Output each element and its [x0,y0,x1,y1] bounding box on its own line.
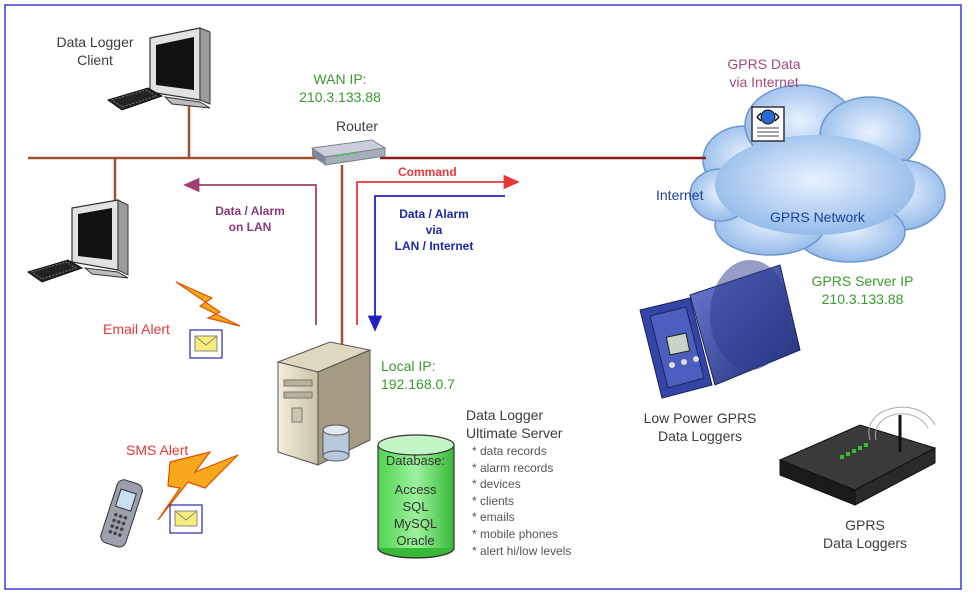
gprs-logger-device-icon [778,406,937,506]
server-title-line2: Ultimate Server [466,425,563,441]
data-alarm-internet-line1: Data / Alarm [399,207,469,221]
database-label: Database: Access SQL MySQL Oracle [380,452,451,549]
data-internet-arrow [367,195,505,332]
mobile-phone-icon [100,479,143,548]
envelope-icon [189,329,223,359]
list-item: * clients [472,493,515,508]
database-cylinder-icon [322,424,350,462]
list-item: * mobile phones [472,526,559,541]
low-power-loggers-label: Low Power GPRS Data Loggers [630,409,770,445]
database-cylinder-icon [377,434,455,559]
data-alarm-internet-label: Data / Alarm via LAN / Internet [384,206,484,254]
lightning-icon [157,451,239,521]
envelope-icon [169,504,203,534]
email-alert-label: Email Alert [103,321,170,337]
wan-ip-label: WAN IP: 210.3.133.88 [290,70,390,106]
database-item: MySQL [393,516,438,531]
client-label-line1: Data Logger [56,34,134,50]
lightning-icon [175,281,241,327]
wan-ip-value: 210.3.133.88 [299,89,381,105]
data-alarm-internet-line3: LAN / Internet [394,239,474,253]
router-label: Router [336,118,379,134]
gprs-logger-device-icon [639,260,801,399]
gprs-network-label: GPRS Network [770,209,865,225]
diagram-border [4,4,962,590]
web-document-icon [751,106,785,142]
database-item: Access [394,482,437,497]
data-alarm-internet-line2: via [425,223,443,237]
server-feature-list: * data records * alarm records * devices… [472,443,571,559]
low-power-line1: Low Power GPRS [643,410,757,426]
wan-ip-title: WAN IP: [313,71,367,87]
desktop-computer-icon [106,27,211,111]
command-arrow [356,174,520,325]
list-item: * alarm records [472,460,554,475]
data-alarm-lan-label: Data / Alarm on LAN [200,203,300,235]
gprs-data-line1: GPRS Data [727,56,801,72]
local-ip-value: 192.168.0.7 [381,376,455,392]
client-label: Data Logger Client [40,33,150,69]
database-title: Database: [385,453,446,468]
internet-label: Internet [656,187,704,203]
command-label: Command [398,165,457,179]
gprs-server-ip-title: GPRS Server IP [811,273,914,289]
data-alarm-lan-line1: Data / Alarm [215,204,285,218]
low-power-line2: Data Loggers [657,428,743,444]
gprs-server-ip-value: 210.3.133.88 [821,291,904,307]
cloud-icon [689,84,946,263]
server-title-label: Data Logger Ultimate Server [466,406,562,442]
sms-alert-label: SMS Alert [126,442,189,458]
database-item: SQL [402,499,429,514]
database-item: Oracle [396,533,435,548]
local-ip-label: Local IP: 192.168.0.7 [381,357,455,393]
gprs-loggers-line1: GPRS [845,517,885,533]
list-item: * emails [472,510,515,525]
gprs-server-ip-label: GPRS Server IP 210.3.133.88 [800,272,925,308]
data-alarm-lan-line2: on LAN [228,220,272,234]
list-item: * alert hi/low levels [472,543,572,558]
desktop-computer-icon [26,199,129,283]
gprs-data-line2: via Internet [729,74,799,90]
list-item: * devices [472,477,521,492]
server-title-line1: Data Logger [466,407,544,423]
gprs-loggers-label: GPRS Data Loggers [810,516,920,552]
gprs-data-label: GPRS Data via Internet [694,55,834,91]
local-ip-title: Local IP: [381,358,436,374]
list-item: * data records [472,444,547,458]
gprs-loggers-line2: Data Loggers [822,535,908,551]
router-icon [310,139,387,166]
client-label-line2: Client [77,52,113,68]
data-lan-arrow [183,177,317,325]
